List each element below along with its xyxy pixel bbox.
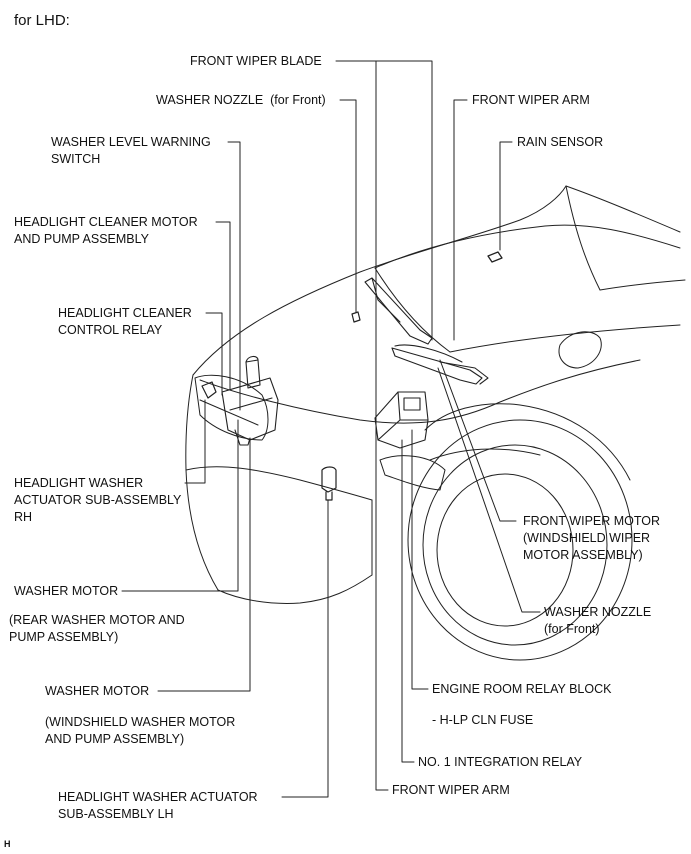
label-washer-motor-ws-sub: (WINDSHIELD WASHER MOTOR AND PUMP ASSEMB… <box>45 715 236 746</box>
side-mirror <box>558 331 602 369</box>
label-washer-motor-rear-sub: (REAR WASHER MOTOR AND PUMP ASSEMBLY) <box>9 613 185 644</box>
label-no1-integration-relay: NO. 1 INTEGRATION RELAY <box>418 755 583 769</box>
washer-nozzle-top-part <box>351 311 361 323</box>
corner-code: H <box>4 839 11 849</box>
label-washer-motor-ws: WASHER MOTOR <box>45 684 150 698</box>
label-front-wiper-arm-bottom: FRONT WIPER ARM <box>392 783 510 797</box>
windshield-outline <box>374 185 686 353</box>
rain-sensor-part <box>487 251 503 263</box>
label-front-wiper-blade: FRONT WIPER BLADE <box>190 54 322 68</box>
headlight-lh <box>379 455 446 491</box>
label-headlight-cleaner-motor: HEADLIGHT CLEANER MOTOR AND PUMP ASSEMBL… <box>14 215 198 246</box>
label-hlp-cln-fuse: - H-LP CLN FUSE <box>432 713 534 727</box>
car-body-outline <box>185 185 681 604</box>
headlight-washer-rh-part <box>201 381 217 399</box>
engine-room-relay-block-part <box>374 391 429 449</box>
label-rain-sensor: RAIN SENSOR <box>517 135 604 149</box>
leader-lines <box>121 60 541 798</box>
washer-tank <box>221 355 279 446</box>
label-engine-room-relay-block: ENGINE ROOM RELAY BLOCK <box>432 682 612 696</box>
front-wheel <box>407 403 633 661</box>
label-washer-nozzle-bottom: WASHER NOZZLE (for Front) <box>544 605 652 636</box>
headlight-rh <box>194 374 269 441</box>
label-headlight-washer-rh: HEADLIGHT WASHER ACTUATOR SUB-ASSEMBLY R… <box>14 476 182 524</box>
label-washer-motor-rear: WASHER MOTOR <box>14 584 119 598</box>
label-washer-nozzle-top: WASHER NOZZLE (for Front) <box>156 93 326 107</box>
label-front-wiper-motor: FRONT WIPER MOTOR (WINDSHIELD WIPER MOTO… <box>523 514 661 562</box>
label-headlight-cleaner-relay: HEADLIGHT CLEANER CONTROL RELAY <box>58 306 192 337</box>
diagram-heading: for LHD: <box>14 12 70 29</box>
label-front-wiper-arm-top: FRONT WIPER ARM <box>472 93 590 107</box>
front-wiper-assembly <box>364 277 489 385</box>
label-headlight-washer-lh: HEADLIGHT WASHER ACTUATOR SUB-ASSEMBLY L… <box>58 790 258 821</box>
headlight-washer-lh-part <box>321 466 337 501</box>
label-washer-level-warning-switch: WASHER LEVEL WARNING SWITCH <box>51 135 211 166</box>
